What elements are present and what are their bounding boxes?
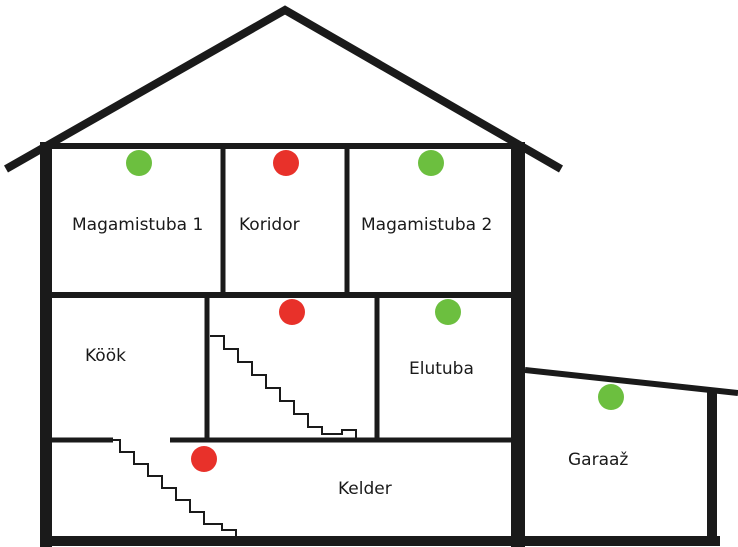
room-label-garaaz: Garaaž bbox=[568, 450, 628, 470]
room-label-magamistuba-2: Magamistuba 2 bbox=[361, 215, 492, 235]
status-dot-kelder bbox=[191, 446, 217, 472]
room-label-elutuba: Elutuba bbox=[409, 359, 474, 379]
stairs-middle bbox=[210, 335, 357, 440]
roof-line bbox=[4, 5, 563, 173]
status-dot-koridor bbox=[273, 150, 299, 176]
status-dot-elutuba bbox=[435, 299, 461, 325]
status-dot-magamistuba-2 bbox=[418, 150, 444, 176]
status-dot-trepikoda bbox=[279, 299, 305, 325]
status-dot-magamistuba-1 bbox=[126, 150, 152, 176]
room-label-kook: Köök bbox=[85, 346, 126, 366]
stairs-basement bbox=[113, 439, 237, 538]
status-dot-garaaz bbox=[598, 384, 624, 410]
room-label-kelder: Kelder bbox=[338, 479, 392, 499]
garage-roof bbox=[524, 367, 738, 396]
room-label-magamistuba-1: Magamistuba 1 bbox=[72, 215, 203, 235]
room-label-koridor: Koridor bbox=[239, 215, 300, 235]
